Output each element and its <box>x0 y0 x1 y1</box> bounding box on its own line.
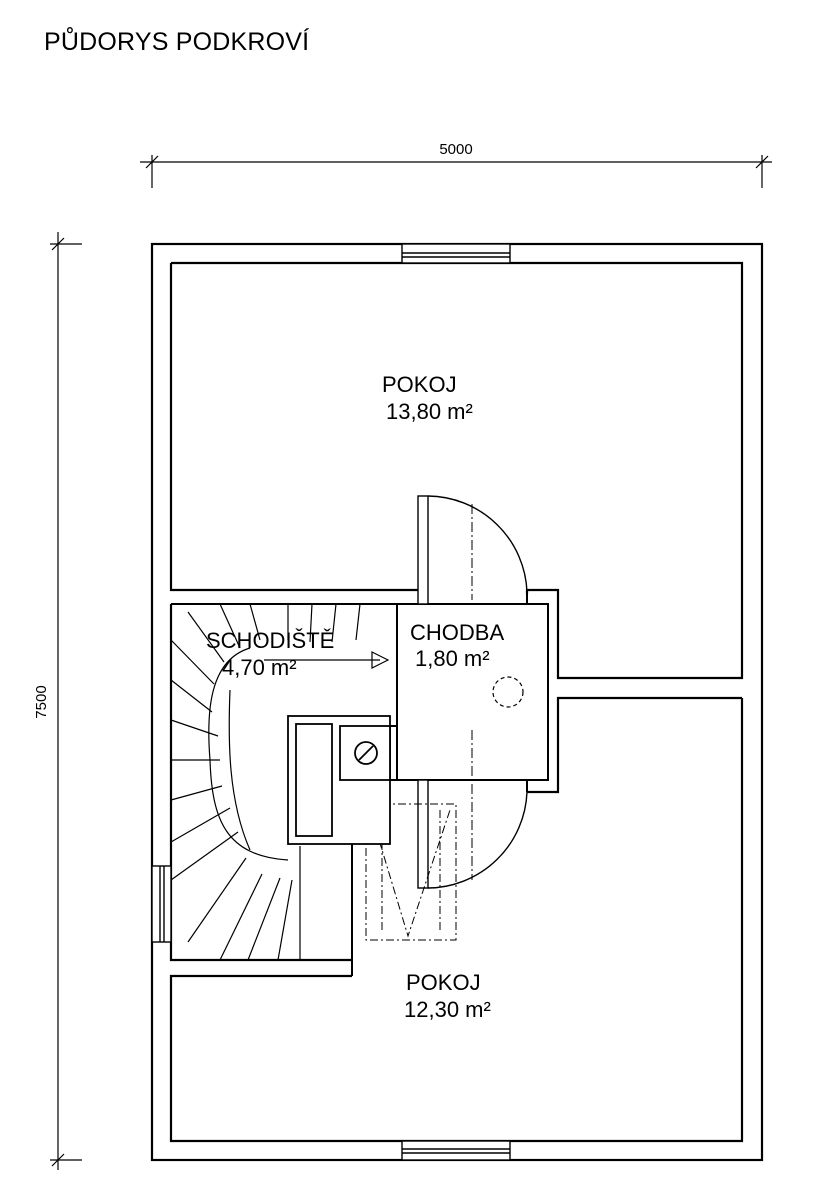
door-bottom <box>417 779 528 889</box>
dimension-width <box>140 155 772 188</box>
room-name-schodiste: SCHODIŠTĚ <box>206 628 334 653</box>
exterior-walls <box>150 242 764 1162</box>
light-fixture <box>492 676 524 708</box>
room-name-pokoj-top: POKOJ <box>382 372 457 397</box>
room-area-pokoj-top: 13,80 m² <box>386 399 473 424</box>
plan-title: PŮDORYS PODKROVÍ <box>44 28 310 56</box>
room-area-pokoj-bottom: 12,30 m² <box>404 997 491 1022</box>
door-top <box>417 495 528 605</box>
window-top <box>401 243 511 264</box>
window-left <box>151 865 172 943</box>
room-area-chodba: 1,80 m² <box>415 646 490 671</box>
staircase <box>170 603 390 961</box>
room-name-chodba: CHODBA <box>410 620 504 645</box>
dimension-height <box>50 232 82 1170</box>
chimney <box>287 715 391 845</box>
room-name-pokoj-bottom: POKOJ <box>406 970 481 995</box>
room-area-schodiste: 4,70 m² <box>222 655 297 680</box>
window-bottom <box>401 1140 511 1161</box>
dimension-width-label: 5000 <box>439 141 472 158</box>
dimension-height-label: 7500 <box>33 685 50 718</box>
